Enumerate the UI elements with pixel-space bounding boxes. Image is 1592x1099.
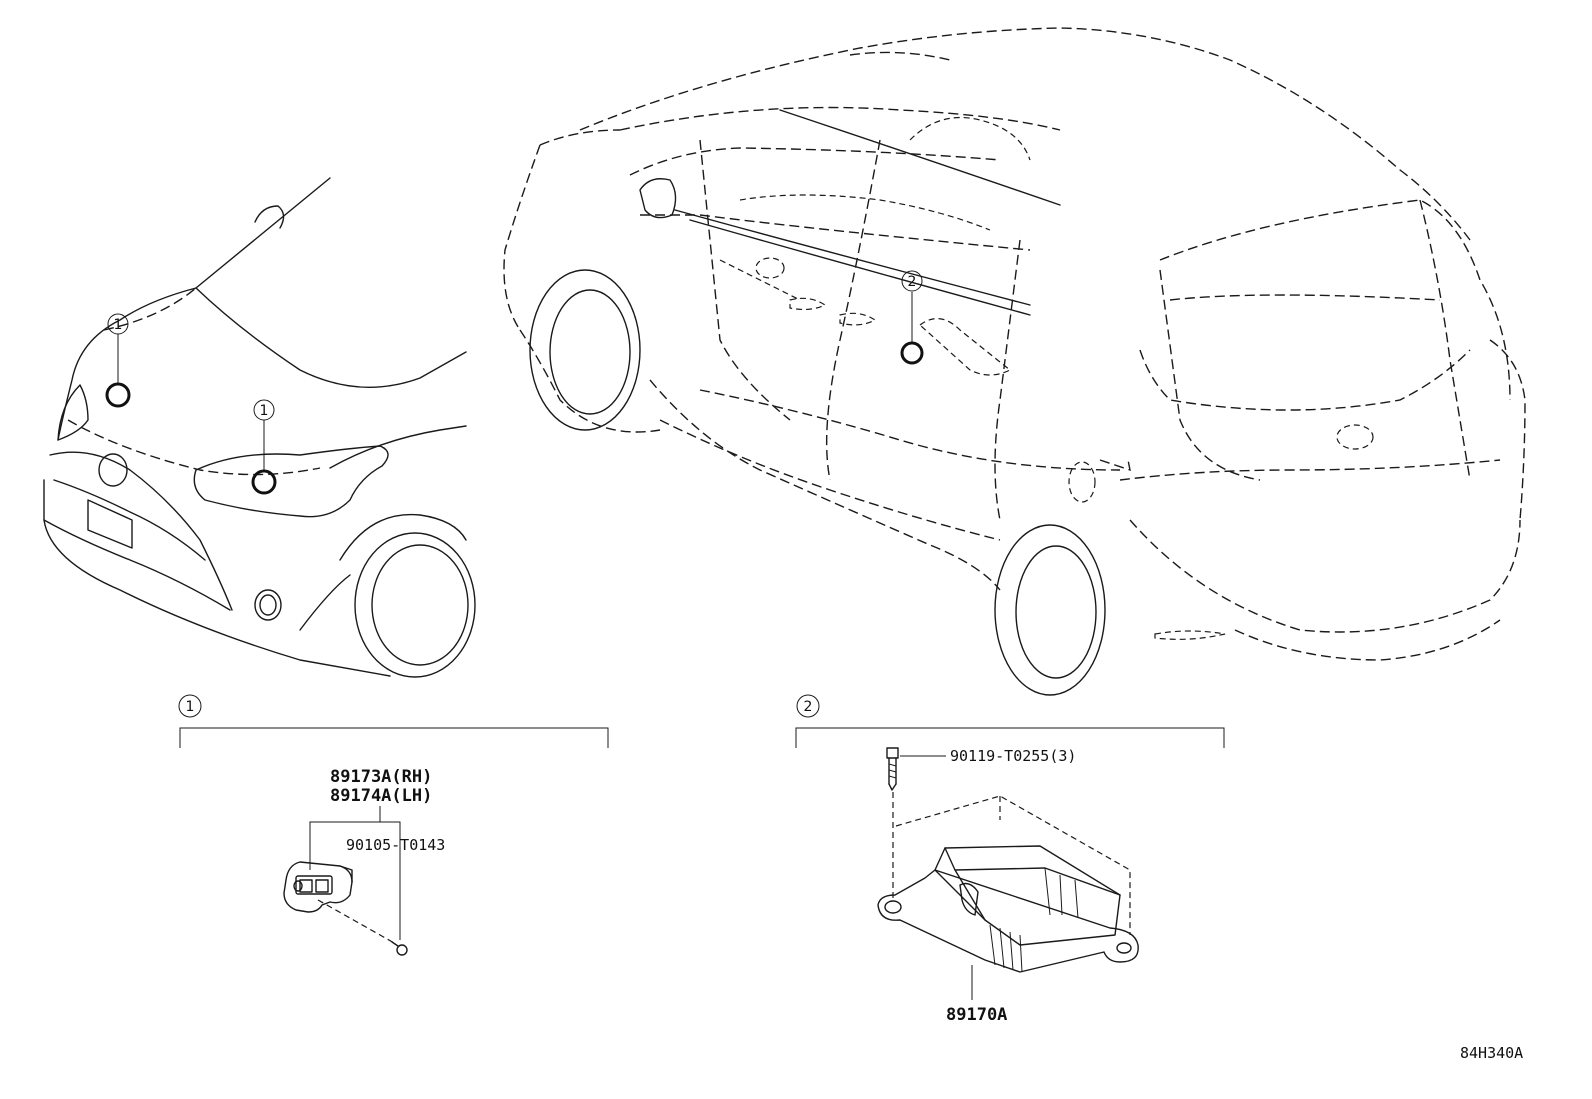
part-number-89170a: 89170A [946,1005,1007,1025]
svg-text:2: 2 [804,699,813,715]
svg-text:1: 1 [186,699,195,715]
callout-2-vehicle: 2 [901,270,923,292]
svg-text:2: 2 [908,274,917,290]
svg-text:1: 1 [114,317,123,333]
vehicle-cutaway-illustration [503,27,1526,696]
group-2-bracket: 2 [795,694,1225,748]
part-number-89174a: 89174A(LH) [330,786,432,806]
front-view-illustration [43,177,476,678]
airbag-ecu-illustration [877,747,1139,1000]
diagram-code: 84H340A [1460,1044,1523,1062]
part-number-90105: 90105-T0143 [346,836,445,854]
callout-1-front-left: 1 [107,313,129,335]
callout-1-front-right: 1 [253,399,275,421]
front-airbag-sensor-illustration [283,806,408,956]
part-number-90119: 90119-T0255(3) [950,747,1076,765]
svg-text:1: 1 [260,403,269,419]
group-1-bracket: 1 [178,694,609,748]
part-number-89173a: 89173A(RH) [330,767,432,787]
